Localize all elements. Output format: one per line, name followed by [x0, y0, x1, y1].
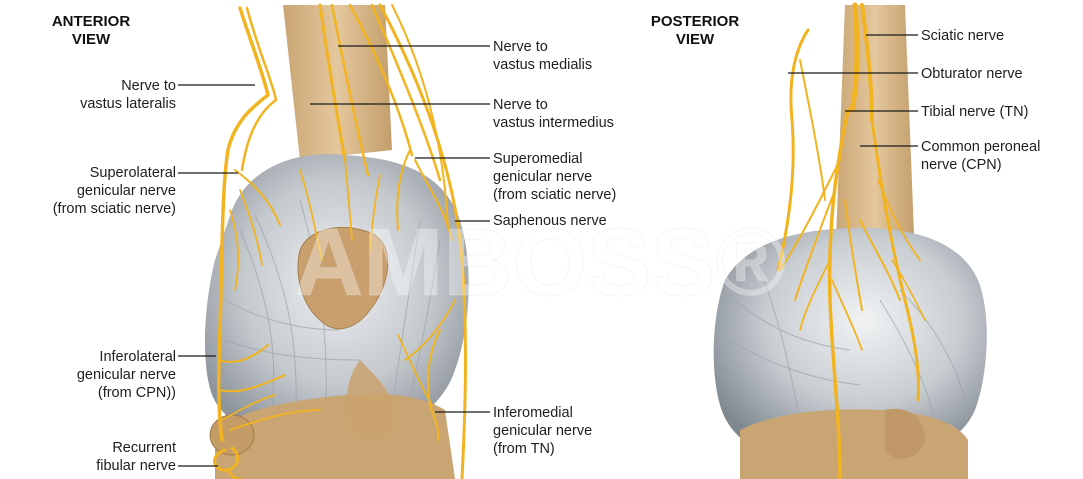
label-nerve-vastus-medialis: Nerve to vastus medialis: [493, 38, 643, 74]
label-inferomedial-genicular: Inferomedial genicular nerve (from TN): [493, 404, 643, 458]
label-obturator: Obturator nerve: [921, 65, 1071, 83]
label-common-peroneal: Common peroneal nerve (CPN): [921, 138, 1079, 174]
label-tibial: Tibial nerve (TN): [921, 103, 1076, 121]
posterior-view-title: POSTERIOR VIEW: [640, 13, 750, 49]
label-sciatic: Sciatic nerve: [921, 27, 1071, 45]
label-nerve-vastus-lateralis: Nerve to vastus lateralis: [40, 77, 176, 113]
label-superomedial-genicular: Superomedial genicular nerve (from sciat…: [493, 150, 668, 204]
label-superolateral-genicular: Superolateral genicular nerve (from scia…: [4, 164, 176, 218]
label-nerve-vastus-intermedius: Nerve to vastus intermedius: [493, 96, 663, 132]
label-recurrent-fibular: Recurrent fibular nerve: [40, 439, 176, 475]
label-inferolateral-genicular: Inferolateral genicular nerve (from CPN)…: [20, 348, 176, 402]
anterior-view-title: ANTERIOR VIEW: [46, 13, 136, 49]
label-saphenous: Saphenous nerve: [493, 212, 653, 230]
posterior-tibia: [740, 409, 968, 479]
